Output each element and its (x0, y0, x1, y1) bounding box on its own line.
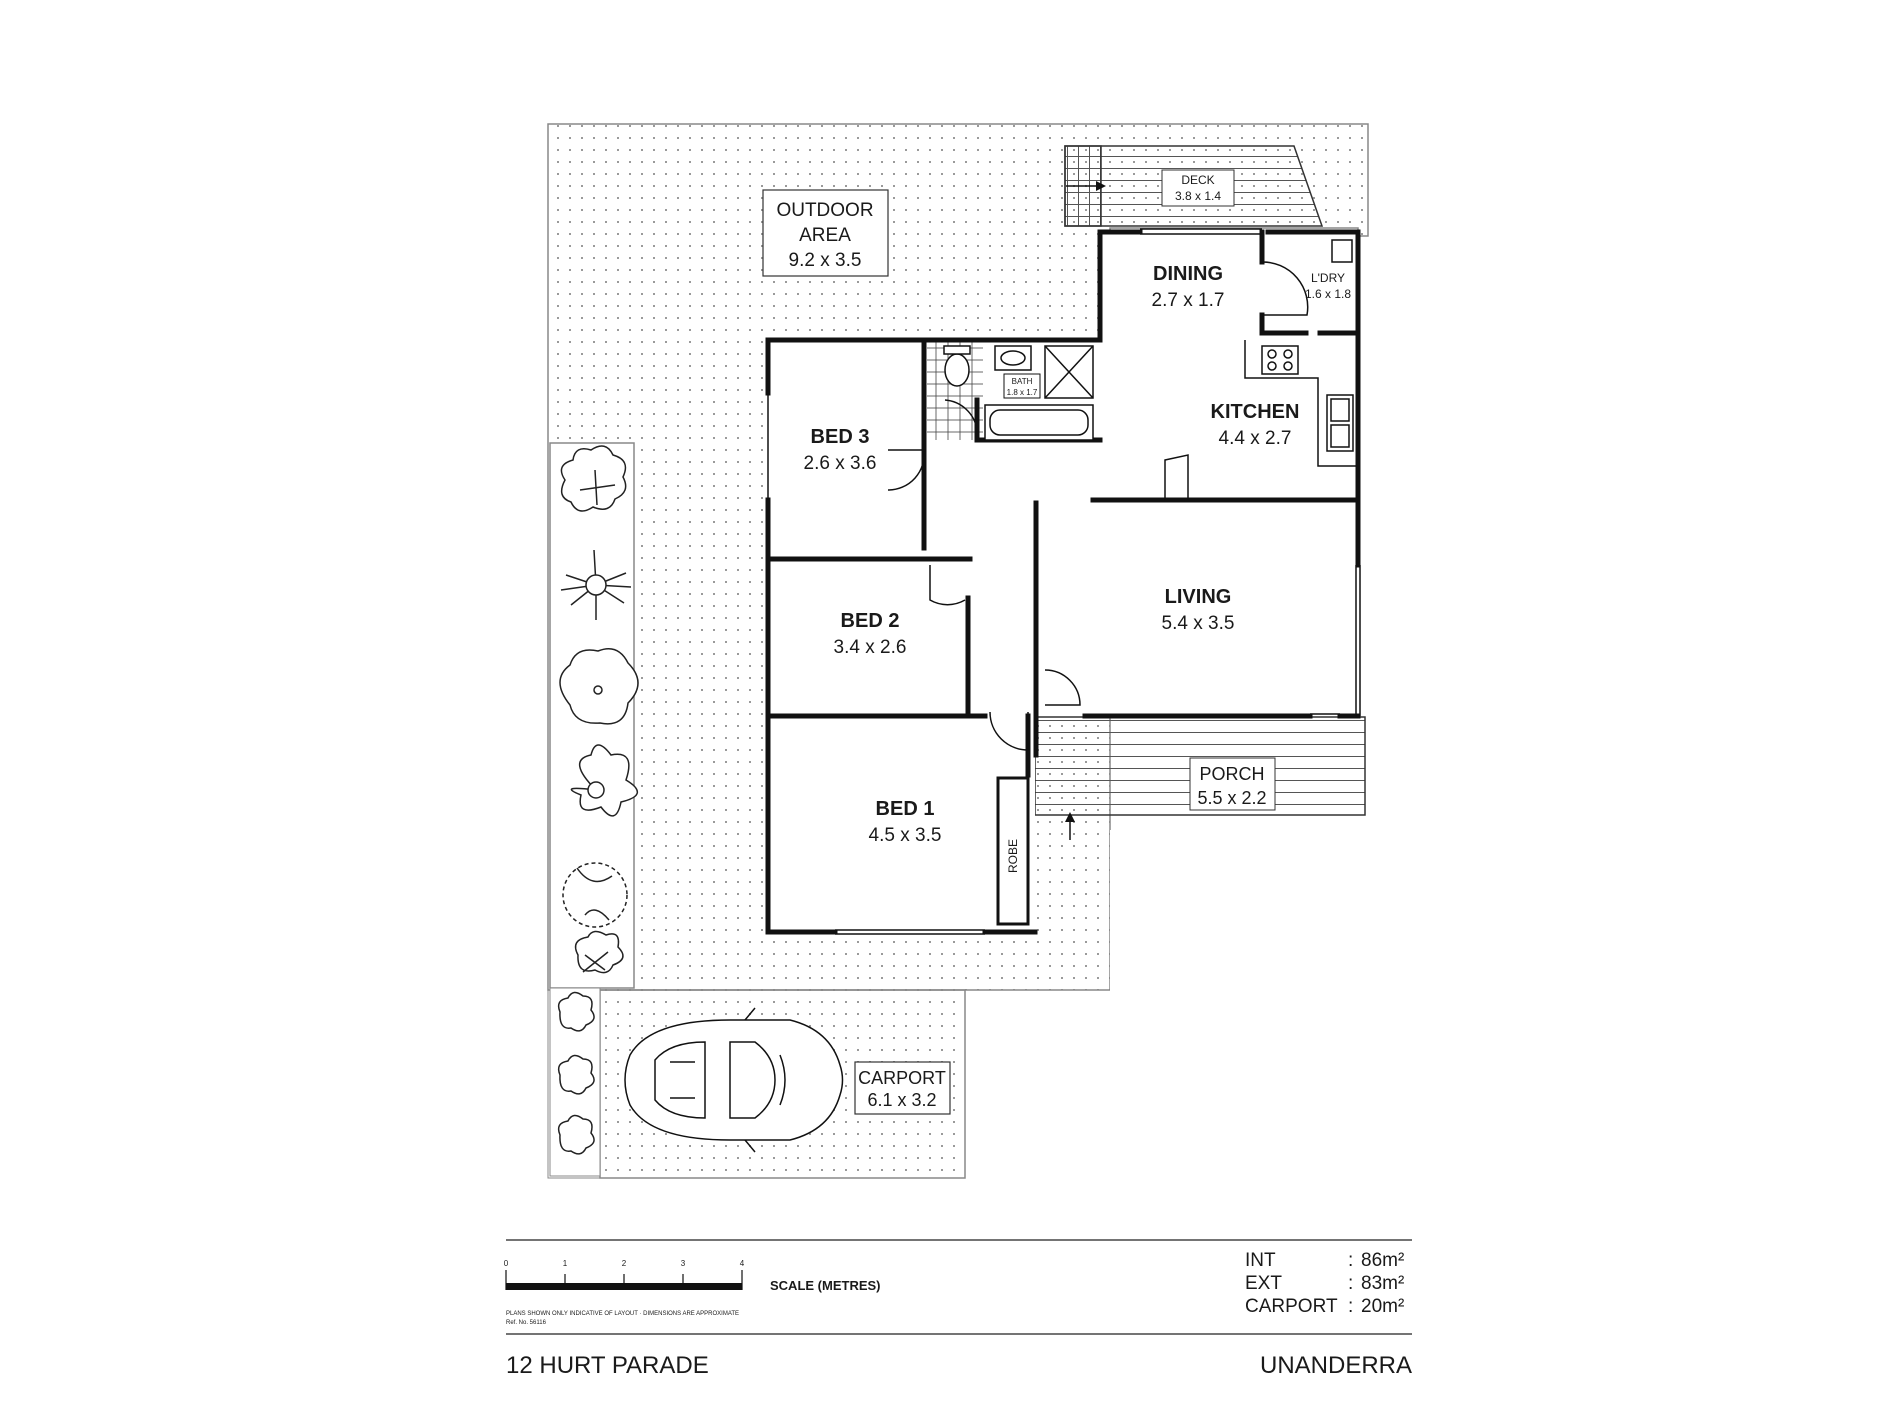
car (624, 1007, 844, 1153)
bed2-name: BED 2 (841, 610, 900, 632)
area-sep: : (1348, 1273, 1354, 1294)
laundry-size: 1.6 x 1.8 (1305, 287, 1351, 301)
garden-plants (557, 445, 639, 1155)
bath-name: BATH (1012, 377, 1033, 386)
room-labels: OUTDOOR AREA 9.2 x 3.5 DECK 3.8 x 1.4 DI… (776, 173, 1351, 1110)
area-value: 83m² (1361, 1273, 1405, 1294)
area-row-carport: CARPORT : 20m² (1245, 1296, 1435, 1319)
area-summary: INT : 86m² EXT : 83m² CARPORT : 20m² (1245, 1250, 1415, 1325)
area-label: INT (1245, 1250, 1276, 1271)
scale-tick-3: 3 (681, 1259, 686, 1268)
suburb: UNANDERRA (1260, 1352, 1413, 1379)
area-label: CARPORT (1245, 1296, 1338, 1317)
walls (765, 229, 1361, 935)
bed2-size: 3.4 x 2.6 (834, 637, 907, 658)
deck-name: DECK (1181, 173, 1214, 187)
doors (887, 261, 1309, 751)
area-row-ext: EXT : 83m² (1245, 1273, 1435, 1296)
carport-label-box (854, 1061, 951, 1115)
bed3-size: 2.6 x 3.6 (804, 453, 877, 474)
deck (1064, 145, 1324, 227)
kitchen-size: 4.4 x 2.7 (1219, 428, 1292, 449)
windows (767, 228, 1361, 935)
scale-disclaimer: PLANS SHOWN ONLY INDICATIVE OF LAYOUT · … (506, 1311, 739, 1317)
area-sep: : (1348, 1250, 1354, 1271)
outdoor-size: 9.2 x 3.5 (789, 250, 862, 271)
bed1-name: BED 1 (876, 798, 935, 820)
dining-name: DINING (1153, 263, 1223, 285)
bed3-name: BED 3 (811, 426, 870, 448)
label-boxes (762, 189, 951, 1115)
bath-size: 1.8 x 1.7 (1007, 388, 1038, 397)
carport-name: CARPORT (858, 1068, 946, 1088)
scale-tick-1: 1 (563, 1259, 568, 1268)
outdoor-label-box (762, 189, 889, 277)
scale-ref: Ref. No. 56116 (506, 1320, 547, 1326)
robe-name: ROBE (1006, 839, 1020, 873)
bath-fixtures (943, 345, 1094, 441)
outdoor-name-1: OUTDOOR (776, 200, 873, 221)
scale-tick-4: 4 (740, 1259, 745, 1268)
porch-size: 5.5 x 2.2 (1197, 788, 1266, 808)
area-value: 20m² (1361, 1296, 1405, 1317)
bed1-size: 4.5 x 3.5 (869, 825, 942, 846)
kitchen-fixtures (1164, 239, 1358, 500)
scale-label: SCALE (METRES) (770, 1278, 881, 1293)
area-label: EXT (1245, 1273, 1282, 1294)
dining-size: 2.7 x 1.7 (1152, 290, 1225, 311)
scale-tick-0: 0 (504, 1259, 509, 1268)
area-sep: : (1348, 1296, 1354, 1317)
scale-tick-2: 2 (622, 1259, 627, 1268)
area-value: 86m² (1361, 1250, 1405, 1271)
kitchen-name: KITCHEN (1211, 401, 1300, 423)
carport-size: 6.1 x 3.2 (867, 1090, 936, 1110)
palm-plant (560, 549, 632, 620)
area-row-int: INT : 86m² (1245, 1250, 1435, 1273)
deck-size: 3.8 x 1.4 (1175, 189, 1221, 203)
living-name: LIVING (1165, 586, 1232, 608)
porch-name: PORCH (1199, 764, 1264, 784)
address: 12 HURT PARADE (506, 1352, 709, 1379)
house-interior (766, 232, 1358, 935)
living-size: 5.4 x 3.5 (1162, 613, 1235, 634)
laundry-name: L'DRY (1311, 271, 1345, 285)
outdoor-name-2: AREA (799, 225, 851, 246)
scale-bar: 0 1 2 3 4 SCALE (METRES) PLANS SHOWN ONL… (504, 1259, 881, 1326)
